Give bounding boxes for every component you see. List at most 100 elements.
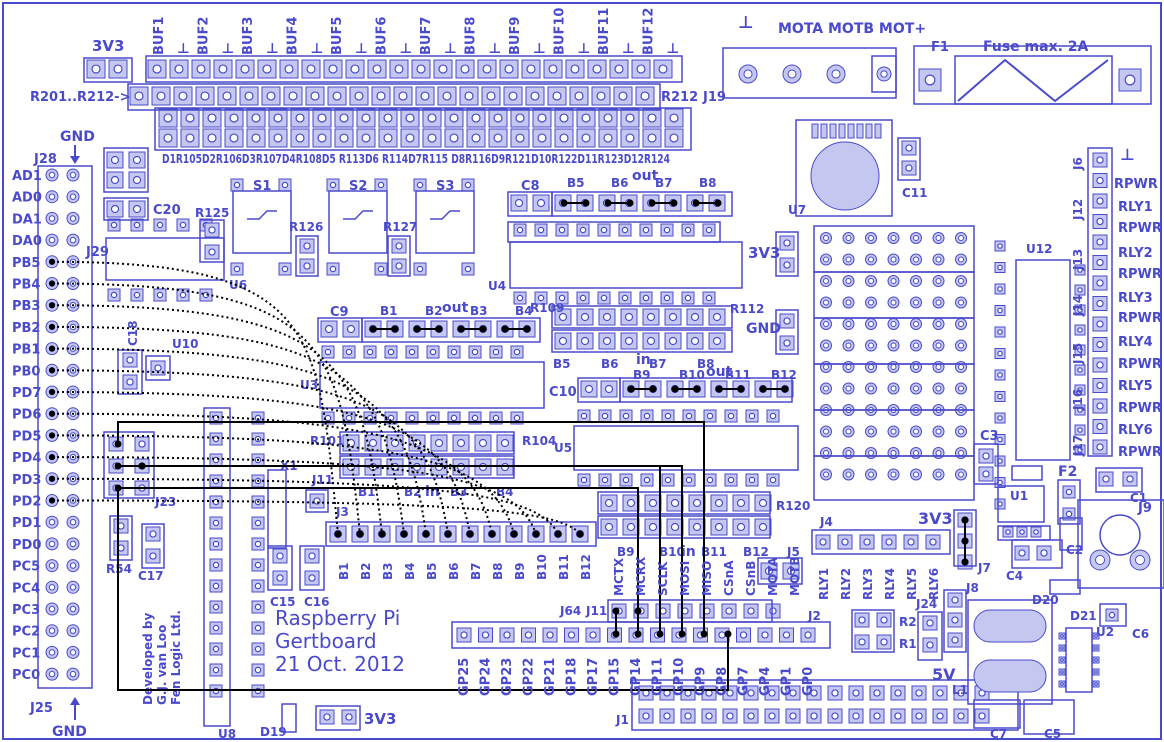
wire-dot bbox=[49, 475, 55, 482]
pad-hole bbox=[516, 226, 524, 234]
pad-hole bbox=[783, 339, 791, 347]
resistor-network-pad bbox=[481, 86, 501, 106]
r112-pad bbox=[664, 308, 682, 326]
proto-pad bbox=[955, 382, 967, 395]
r112-pad bbox=[708, 308, 726, 326]
pad bbox=[901, 160, 917, 176]
j3-pin-label: B11 bbox=[557, 554, 571, 580]
pad-hole bbox=[185, 113, 195, 123]
pad-hole bbox=[622, 412, 630, 420]
pad-hole bbox=[601, 412, 609, 420]
proto-pad bbox=[910, 318, 922, 330]
proto-pad bbox=[932, 447, 945, 459]
motor-terminal-pad bbox=[876, 66, 892, 82]
pad-hole bbox=[346, 324, 356, 334]
pad-hole bbox=[295, 113, 305, 123]
side-pad bbox=[994, 348, 1006, 359]
pad bbox=[580, 380, 598, 398]
jumper-pin bbox=[759, 385, 767, 393]
r212-label: R212 bbox=[661, 90, 698, 105]
wire-dot bbox=[49, 323, 55, 330]
j23-label: J23 bbox=[154, 495, 176, 509]
pad-hole bbox=[726, 712, 734, 720]
out-row2-outline bbox=[361, 317, 541, 343]
u8-pad bbox=[251, 642, 265, 656]
out-label: out bbox=[706, 364, 733, 380]
wire-dot bbox=[378, 530, 386, 538]
pad-hole bbox=[450, 414, 458, 422]
jumper-pin bbox=[413, 325, 421, 333]
pad-hole bbox=[281, 265, 289, 273]
fuse-body bbox=[954, 55, 1113, 105]
proto-pad bbox=[955, 447, 967, 459]
left-header-pad bbox=[66, 645, 80, 659]
pad-hole bbox=[1077, 287, 1083, 293]
relay-outline bbox=[1087, 147, 1113, 457]
pad-hole bbox=[913, 256, 919, 263]
relay-pad bbox=[1092, 357, 1108, 373]
wire-dot bbox=[532, 530, 540, 538]
pad-hole bbox=[852, 712, 860, 720]
pad-hole bbox=[110, 291, 118, 299]
c5-label: C5 bbox=[1044, 727, 1061, 741]
in-row-outline bbox=[551, 329, 733, 353]
pad-hole bbox=[736, 498, 746, 508]
jumper-pin bbox=[457, 325, 465, 333]
motor-terminal-end bbox=[871, 55, 897, 93]
rpwr-label: RPWR bbox=[1114, 177, 1158, 192]
pad-hole bbox=[212, 624, 220, 632]
pad-hole bbox=[156, 91, 166, 101]
pad-hole bbox=[621, 294, 629, 302]
gpio-pad bbox=[757, 627, 773, 643]
pad bbox=[122, 374, 138, 390]
u5-pad bbox=[745, 409, 759, 423]
u10-outline bbox=[145, 355, 171, 381]
u6-pad bbox=[153, 218, 167, 232]
pad-hole bbox=[69, 562, 77, 569]
left-header-pad bbox=[66, 580, 80, 594]
pad-hole bbox=[936, 712, 944, 720]
pad-hole bbox=[273, 133, 283, 143]
relay-label: RLY2 bbox=[1118, 246, 1153, 261]
u8-pad bbox=[251, 537, 265, 551]
proto-pad bbox=[910, 361, 922, 373]
j1-pad bbox=[869, 685, 885, 701]
pad-hole bbox=[383, 113, 393, 123]
left-header-pad bbox=[66, 168, 80, 182]
pad bbox=[309, 493, 325, 509]
pad-hole bbox=[935, 278, 942, 284]
pad-hole bbox=[783, 317, 791, 325]
pad bbox=[106, 171, 124, 189]
led-pad-row1 bbox=[422, 108, 442, 128]
wire-dot bbox=[49, 454, 55, 461]
led-pad-row2 bbox=[180, 128, 200, 148]
pad bbox=[779, 257, 795, 273]
pad-hole bbox=[685, 476, 693, 484]
pad bbox=[779, 313, 795, 329]
resistor-network-pad bbox=[569, 86, 589, 106]
r120-pad bbox=[666, 494, 684, 512]
wire-dot bbox=[356, 530, 364, 538]
left-pin-label: PB0 bbox=[12, 364, 40, 379]
led-pad-row2 bbox=[400, 128, 420, 148]
proto-pad bbox=[820, 296, 832, 309]
proto-pad bbox=[955, 339, 967, 352]
pad-hole bbox=[138, 440, 146, 448]
pad-hole bbox=[642, 712, 650, 720]
u8-pad-left bbox=[209, 663, 223, 677]
relay-label: RPWR bbox=[1118, 445, 1162, 460]
r120b-pad bbox=[688, 518, 706, 536]
pad-hole bbox=[819, 538, 827, 546]
resistor-network-pad bbox=[173, 86, 193, 106]
r101-pad bbox=[430, 434, 448, 452]
pad bbox=[319, 709, 335, 725]
led-pad-row1 bbox=[620, 108, 640, 128]
left-pin-label: PD4 bbox=[12, 451, 41, 466]
wire-dot bbox=[49, 302, 55, 309]
pad-hole bbox=[769, 607, 777, 615]
pad-hole bbox=[212, 540, 220, 548]
r2-label: R2 bbox=[899, 615, 917, 629]
pad-hole bbox=[503, 631, 511, 639]
pad-hole bbox=[643, 476, 651, 484]
relay-label: RPWR bbox=[1118, 357, 1162, 372]
